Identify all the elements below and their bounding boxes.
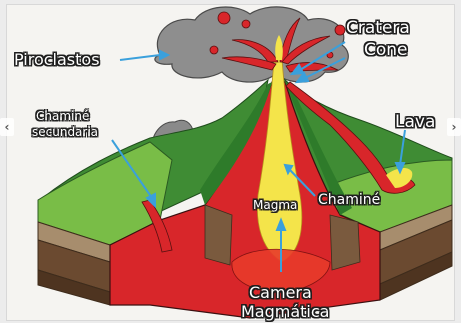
label-camera-line2: Magmática [241, 304, 329, 320]
label-cratera: Cratera [346, 20, 410, 37]
label-magma: Magma [253, 199, 297, 211]
label-chamine-secundaria-line1: Chaminé [36, 110, 89, 122]
chevron-right-icon[interactable]: › [447, 118, 461, 136]
label-chamine: Chaminé [318, 193, 380, 207]
label-camera-line1: Camera [249, 285, 312, 301]
label-lava: Lava [395, 114, 435, 131]
label-piroclastos: Piroclastos [14, 52, 100, 68]
label-chamine-secundaria-line2: secundaria [32, 126, 98, 138]
chevron-left-icon[interactable]: ‹ [0, 118, 14, 136]
label-cone: Cone [364, 42, 408, 59]
